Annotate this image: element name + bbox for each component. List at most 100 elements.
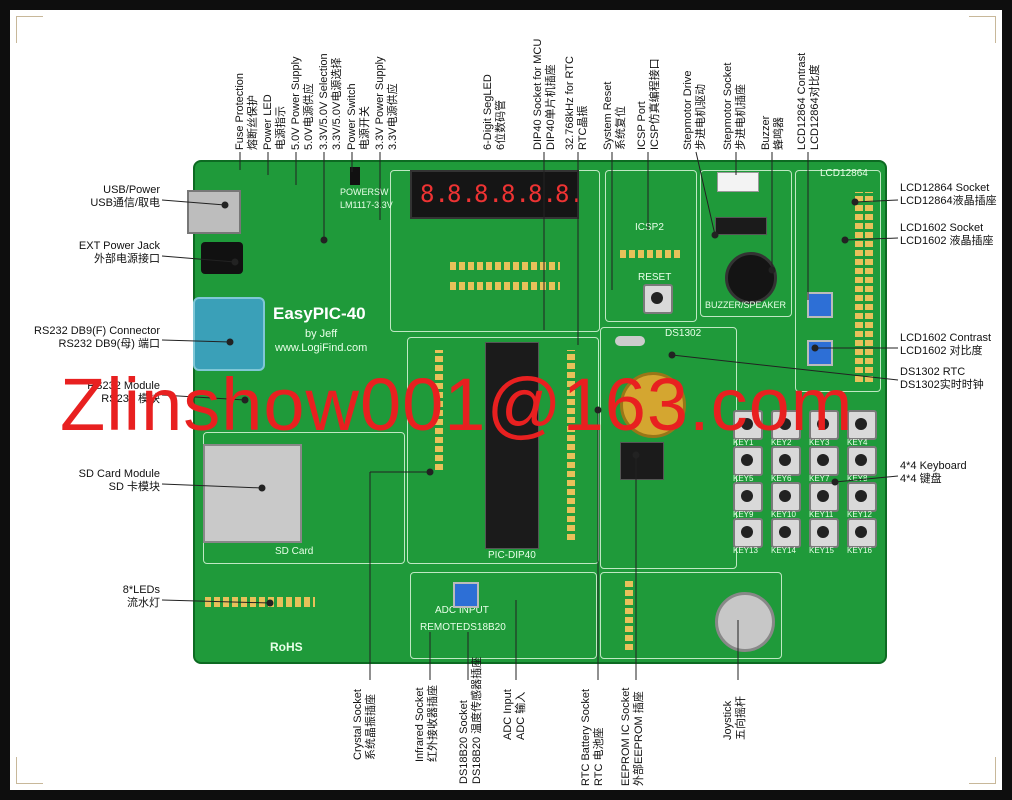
key-label: KEY5	[733, 474, 754, 483]
power-switch	[350, 167, 360, 185]
eeprom-socket	[620, 442, 664, 480]
key-button[interactable]	[847, 410, 877, 440]
corner-ornament-tr	[969, 16, 996, 43]
pcb-board: SD Card EasyPIC-40 by Jeff www.LogiFind.…	[187, 160, 887, 664]
lcd12864-silk: LCD12864	[820, 168, 868, 179]
key-button[interactable]	[771, 410, 801, 440]
remote-silk: REMOTE	[420, 622, 463, 633]
segled-display: 8. 8. 8. 8. 8. 8.	[410, 170, 584, 219]
key-button[interactable]	[847, 446, 877, 476]
db9-connector	[193, 297, 265, 371]
watermark-text: Zlinshow001@163.com	[60, 363, 854, 446]
key-button[interactable]	[733, 410, 763, 440]
adc-pot[interactable]	[453, 582, 479, 608]
stepmotor-block	[700, 170, 792, 317]
lcd-header-a	[855, 192, 863, 382]
sensor-block	[410, 572, 597, 659]
icsp2-silk: ICSP2	[635, 222, 664, 233]
key-button[interactable]	[847, 518, 877, 548]
key-label: KEY2	[771, 438, 792, 447]
sd-card-slot	[203, 444, 302, 543]
rohs-mark: RoHS	[270, 640, 303, 654]
powersw-silk: POWERSW	[340, 187, 389, 197]
led-row	[205, 597, 315, 607]
key-label: KEY11	[809, 510, 834, 519]
reset-button[interactable]	[643, 284, 673, 314]
rtc-crystal	[615, 336, 645, 346]
led-bank	[205, 572, 330, 652]
key-label: KEY14	[771, 546, 796, 555]
joystick-knob[interactable]	[715, 592, 775, 652]
key-button[interactable]	[809, 482, 839, 512]
board-author: by Jeff	[305, 328, 338, 340]
lcd-block	[795, 170, 881, 392]
usb-connector	[187, 190, 241, 234]
seg-header-2	[450, 282, 560, 290]
key-button[interactable]	[733, 518, 763, 548]
sd-card-silk: SD Card	[275, 546, 314, 557]
key-label: KEY1	[733, 438, 754, 447]
key-label: KEY15	[809, 546, 834, 555]
uln2003-chip	[715, 217, 767, 235]
ds18b20-silk: DS18B20	[463, 622, 506, 633]
corner-ornament-tl	[16, 16, 43, 43]
board-url: www.LogiFind.com	[275, 342, 368, 354]
buzzer	[725, 252, 777, 304]
icsp-block	[605, 170, 697, 322]
buzzer-silk: BUZZER/SPEAKER	[705, 300, 787, 310]
key-button[interactable]	[771, 518, 801, 548]
key-label: KEY6	[771, 474, 792, 483]
key-button[interactable]	[809, 518, 839, 548]
ds1302-silk: DS1302	[665, 328, 702, 339]
porta-header	[435, 350, 443, 470]
key-button[interactable]	[733, 446, 763, 476]
seg-header-1	[450, 262, 560, 270]
dc-jack	[201, 242, 243, 274]
key-button[interactable]	[771, 482, 801, 512]
key-button[interactable]	[771, 446, 801, 476]
key-button[interactable]	[733, 482, 763, 512]
key-label: KEY13	[733, 546, 758, 555]
dip40-socket	[485, 342, 539, 549]
reset-silk: RESET	[638, 272, 672, 283]
key-label: KEY12	[847, 510, 872, 519]
corner-ornament-br	[969, 757, 996, 784]
joystick-block	[600, 572, 782, 659]
lcd-header-b	[865, 192, 873, 382]
key-label: KEY3	[809, 438, 830, 447]
adc-input-silk: ADC INPUT	[435, 605, 489, 616]
board-name: EasyPIC-40	[273, 304, 366, 323]
icsp-header	[620, 250, 680, 258]
rtc-battery-holder	[620, 372, 686, 438]
corner-ornament-bl	[16, 757, 43, 784]
key-button[interactable]	[809, 446, 839, 476]
pic-dip40-silk: PIC-DIP40	[488, 550, 536, 561]
stepmotor-socket	[717, 172, 759, 192]
joystick-header	[625, 580, 633, 650]
lcd12864-contrast-pot[interactable]	[807, 292, 833, 318]
key-button[interactable]	[847, 482, 877, 512]
key-label: KEY10	[771, 510, 796, 519]
key-button[interactable]	[809, 410, 839, 440]
portd-header	[567, 350, 575, 540]
key-label: KEY9	[733, 510, 754, 519]
key-label: KEY4	[847, 438, 868, 447]
key-label: KEY16	[847, 546, 872, 555]
key-label: KEY7	[809, 474, 830, 483]
lm1117-silk: LM1117-3.3V	[340, 200, 393, 210]
key-label: KEY8	[847, 474, 868, 483]
lcd1602-contrast-pot[interactable]	[807, 340, 833, 366]
